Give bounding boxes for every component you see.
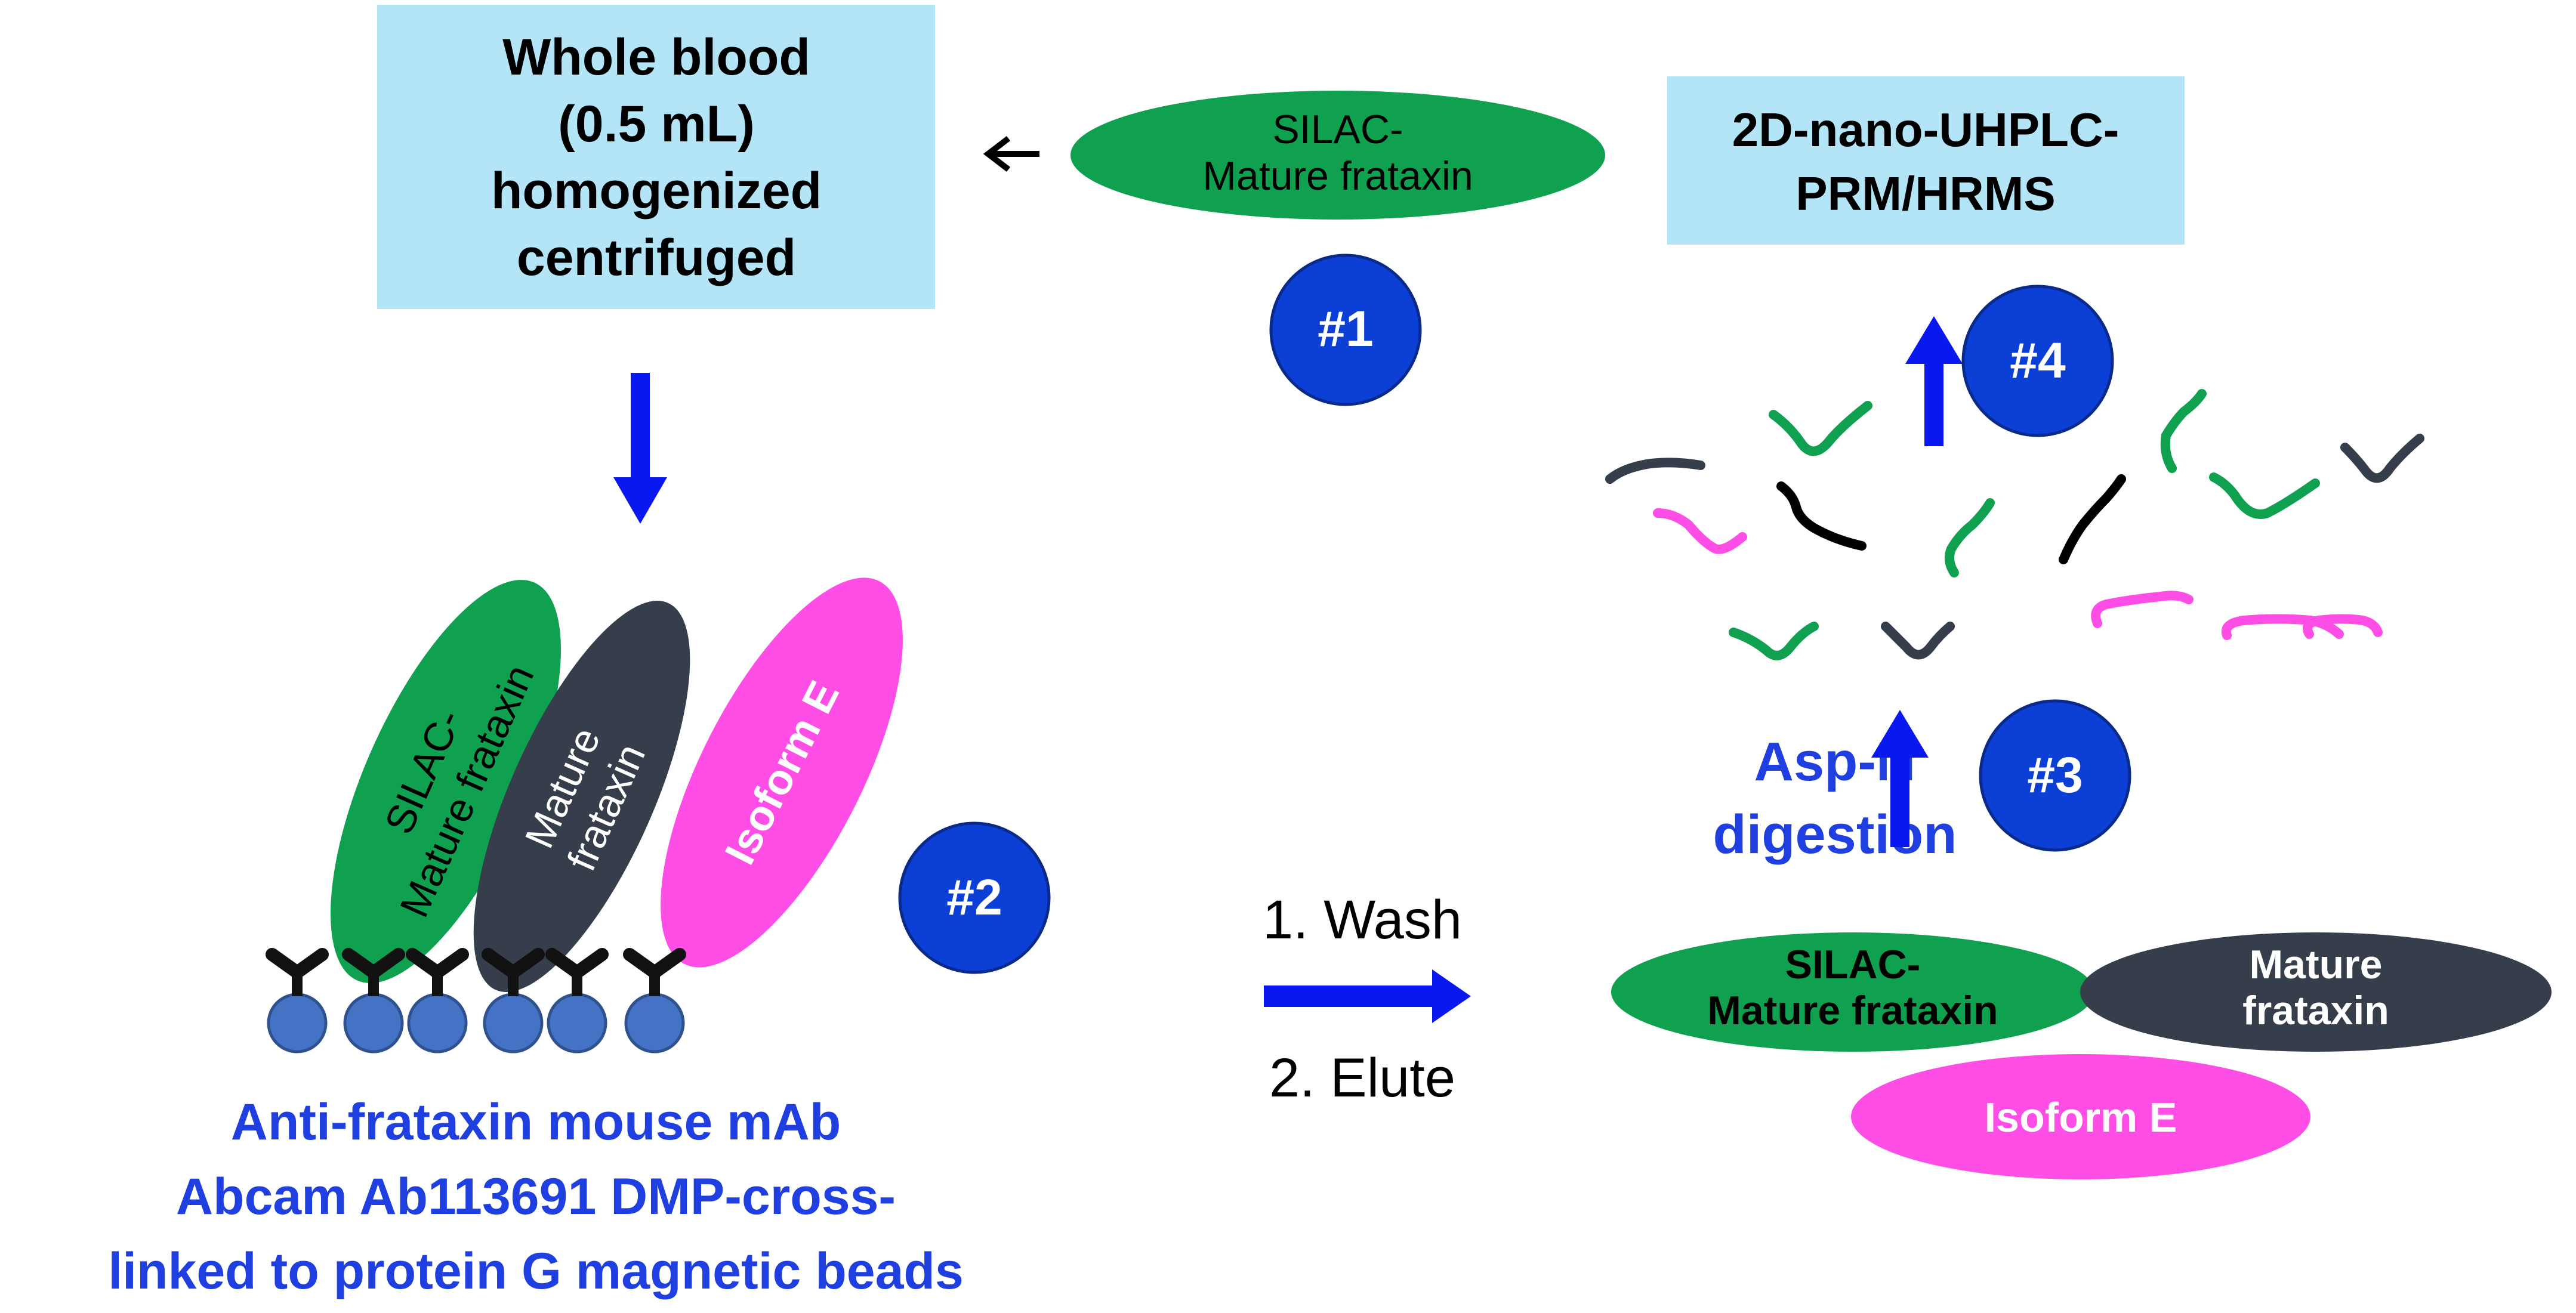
sample-line-1: Whole blood: [502, 29, 810, 86]
magnetic-bead: [407, 993, 468, 1054]
eluted-isoform-ellipse: Isoform E: [1851, 1054, 2310, 1179]
eluted-mature-shape: [2080, 932, 2552, 1052]
step-4-label: #4: [2010, 332, 2066, 388]
peptide-pink: [2091, 591, 2194, 628]
peptide-green: [2160, 389, 2207, 473]
step-4-badge: #4: [1961, 285, 2114, 437]
eluted-mature-line-2: frataxin: [2242, 988, 2389, 1033]
digestion-arrow: [1871, 710, 1929, 847]
antibody-arms: [266, 948, 329, 979]
peptide-black: [2059, 474, 2126, 564]
sample-prep-box: Whole blood (0.5 mL) homogenized centrif…: [377, 5, 935, 309]
step-1-label: #1: [1318, 301, 1373, 357]
step-2-label: #2: [946, 869, 1002, 925]
digestion-line-2: digestion: [1713, 804, 1957, 865]
antibody-bead: [266, 948, 329, 1054]
eluted-silac-ellipse: SILAC- Mature frataxin: [1611, 932, 2094, 1052]
eluted-isoform-shape: [1851, 1054, 2310, 1179]
ms-line-1: 2D-nano-UHPLC-: [1732, 103, 2120, 156]
step-2-circle: [898, 821, 1051, 974]
antibody-arms: [406, 948, 469, 979]
magnetic-bead: [547, 993, 607, 1054]
ms-analysis-box-bg: [1667, 76, 2185, 245]
silac-standard-line-1: SILAC-: [1272, 107, 1403, 152]
digestion-label: Asp-N digestion: [1713, 731, 1957, 865]
digestion-arrow-shaft: [1890, 756, 1909, 847]
capture-arrow-head: [613, 477, 667, 524]
capture-arrow: [613, 373, 667, 524]
step-3-badge: #3: [1979, 699, 2131, 852]
wash-elute-step: 1. Wash 2. Elute: [1263, 889, 1471, 1108]
antibody-caption-line-2: Abcam Ab113691 DMP-cross-: [176, 1168, 896, 1225]
ms-arrow-shaft: [1924, 363, 1943, 446]
bound-mature-shape: [473, 601, 690, 992]
bound-silac-shape: [330, 580, 562, 983]
peptide-pink: [1653, 508, 1747, 554]
peptide-pink: [2303, 614, 2383, 639]
spike-arrow: [983, 136, 1039, 172]
eluted-silac-line-2: Mature frataxin: [1707, 988, 1998, 1033]
antibody-bead: [545, 948, 609, 1054]
ms-line-2: PRM/HRMS: [1796, 167, 2056, 220]
wash-label: 1. Wash: [1263, 889, 1462, 950]
silac-standard-shape: [1070, 91, 1605, 220]
silac-standard-line-2: Mature frataxin: [1202, 153, 1473, 199]
antibody-bead: [342, 948, 405, 1054]
antibody-caption-line-1: Anti-frataxin mouse mAb: [231, 1093, 841, 1151]
step-1-badge: #1: [1269, 254, 1422, 406]
antibody-bead-row: [266, 948, 686, 1054]
antibody-arms: [482, 948, 545, 979]
peptide-dark: [2340, 434, 2424, 483]
antibody-bead: [623, 948, 686, 1054]
wash-arrow-head: [1432, 969, 1471, 1023]
antibody-arms: [545, 948, 609, 979]
ms-arrow: [1905, 316, 1963, 446]
magnetic-bead: [624, 993, 685, 1054]
ms-arrow-head: [1905, 316, 1963, 364]
peptide-green: [1729, 622, 1819, 660]
peptide-black: [1776, 481, 1867, 551]
silac-standard-ellipse: SILAC- Mature frataxin: [1070, 91, 1605, 220]
step-2-badge: #2: [898, 821, 1051, 974]
antibody-bead: [482, 948, 545, 1054]
bound-isoform-shape: [661, 577, 903, 968]
elute-label: 2. Elute: [1269, 1048, 1455, 1108]
peptide-green: [2209, 472, 2320, 519]
eluted-silac-shape: [1611, 932, 2094, 1052]
peptide-green: [1944, 498, 1995, 577]
bound-isoform-ellipse: Isoform E: [661, 577, 903, 968]
antibody-caption-line-3: linked to protein G magnetic beads: [108, 1243, 964, 1300]
magnetic-bead: [267, 993, 328, 1054]
eluted-mature-line-1: Mature: [2250, 942, 2383, 987]
step-3-label: #3: [2027, 747, 2083, 803]
antibody-arms: [623, 948, 686, 979]
step-4-circle: [1961, 285, 2114, 437]
magnetic-bead: [343, 993, 404, 1054]
capture-arrow-shaft: [631, 373, 650, 479]
ms-analysis-box: 2D-nano-UHPLC- PRM/HRMS: [1667, 76, 2185, 245]
wash-arrow-shaft: [1264, 985, 1437, 1007]
antibody-bead: [406, 948, 469, 1054]
eluted-silac-line-1: SILAC-: [1785, 942, 1921, 987]
digestion-arrow-head: [1871, 710, 1929, 758]
eluted-mature-ellipse: Mature frataxin: [2080, 932, 2552, 1052]
peptide-green: [1769, 401, 1872, 456]
eluted-isoform-label: Isoform E: [1985, 1094, 2177, 1141]
magnetic-bead: [483, 993, 544, 1054]
sample-line-3: homogenized: [491, 162, 822, 220]
peptide-fragments: [1605, 389, 2424, 660]
peptide-dark: [1881, 622, 1955, 660]
step-3-circle: [1979, 699, 2131, 852]
antibody-arms: [342, 948, 405, 979]
antibody-caption: Anti-frataxin mouse mAb Abcam Ab113691 D…: [108, 1093, 964, 1300]
step-1-circle: [1269, 254, 1422, 406]
sample-prep-box-bg: [377, 5, 935, 309]
sample-line-4: centrifuged: [517, 229, 796, 286]
sample-line-2: (0.5 mL): [558, 95, 755, 153]
spike-arrow-head: [983, 136, 1011, 172]
bound-mature-ellipse: Mature frataxin: [473, 601, 690, 992]
peptide-dark: [1605, 458, 1705, 484]
